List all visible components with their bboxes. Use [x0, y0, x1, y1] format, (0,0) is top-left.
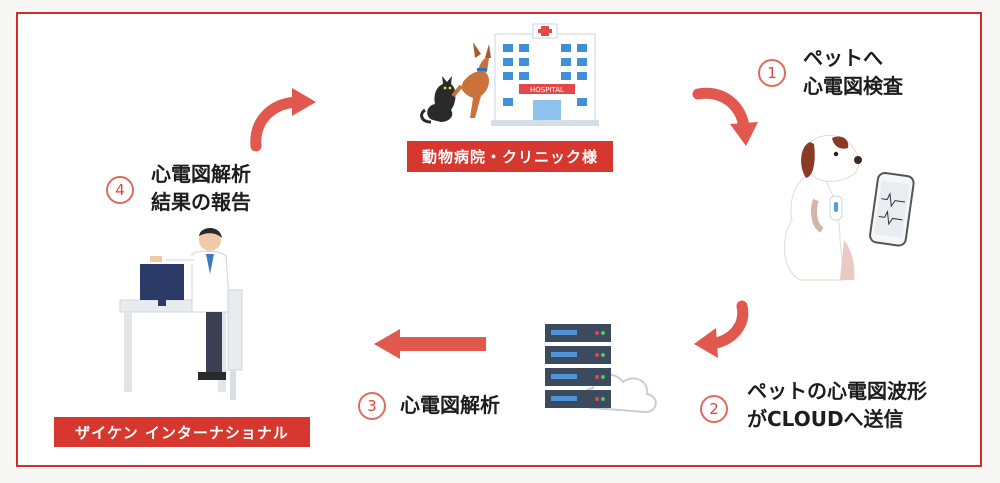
step4-text: 心電図解析 結果の報告: [151, 160, 251, 216]
arrow-to-step1-icon: [692, 87, 758, 146]
step4-line2: 結果の報告: [151, 190, 251, 214]
doctor-desk-illustration: [119, 228, 243, 400]
step4-line1: 心電図解析: [151, 162, 251, 186]
step1-line2: 心電図検査: [803, 74, 903, 98]
arrow-to-step2-icon: [694, 300, 749, 358]
step4-number-badge: 4: [106, 176, 134, 204]
step2-text: ペットの心電図波形 がCLOUDへ送信: [747, 377, 927, 433]
step2-number-badge: 2: [700, 395, 728, 423]
step2-line1: ペットの心電図波形: [747, 379, 927, 403]
clinic-label: 動物病院・クリニック様: [407, 141, 613, 172]
hospital-sign: HOSPITAL: [530, 86, 564, 94]
step1-line1: ペットへ: [803, 46, 883, 70]
step3-number-badge: 3: [358, 392, 386, 420]
step2-line2: がCLOUDへ送信: [747, 407, 904, 431]
arrow-left-icon: [374, 329, 486, 359]
step1-text: ペットへ 心電図検査: [803, 44, 903, 100]
step1-number-badge: 1: [758, 59, 786, 87]
hospital-illustration: HOSPITAL: [420, 23, 599, 126]
company-label: ザイケン インターナショナル: [54, 417, 310, 447]
dog-ecg-illustration: [783, 135, 915, 281]
step3-text: 心電図解析: [400, 391, 500, 419]
arrow-to-clinic-icon: [250, 88, 316, 152]
step3-line1: 心電図解析: [400, 393, 500, 417]
cloud-server-illustration: [545, 324, 657, 414]
